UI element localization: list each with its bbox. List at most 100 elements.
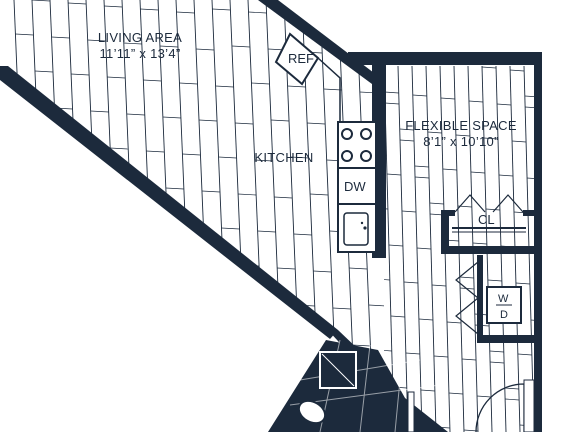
laundry-bottom-wall: [477, 335, 537, 343]
plank-joint: [0, 107, 1, 110]
plank-joint: [60, 255, 79, 258]
plank-joint: [102, 400, 121, 403]
plank-joint: [414, 165, 429, 168]
plank-joint: [238, 193, 257, 196]
plank-joint: [116, 295, 135, 298]
plank-joint: [388, 244, 403, 247]
plank-line: [193, 0, 213, 415]
plank-joint: [405, 308, 423, 309]
plank-line: [229, 0, 249, 415]
plank-joint: [386, 173, 401, 176]
plank-joint: [243, 335, 263, 338]
plank-joint: [68, 2, 87, 5]
plank-joint: [248, 11, 267, 14]
plank-joint: [405, 352, 420, 355]
plank-joint: [31, 0, 51, 2]
plank-joint: [47, 360, 66, 363]
plank-joint: [385, 271, 403, 272]
plank-joint: [191, 366, 210, 369]
plank-joint: [176, 11, 195, 14]
plank-joint: [401, 210, 416, 213]
plank-joint: [440, 97, 455, 100]
plank-joint: [138, 403, 157, 406]
plank-joint: [349, 267, 368, 270]
plank-joint: [323, 88, 342, 91]
flexible-space-name: FLEXIBLE SPACE: [405, 118, 517, 133]
plank-joint: [7, 286, 26, 289]
plank-joint: [260, 301, 279, 304]
washer-dryer: [486, 286, 522, 324]
plank-joint: [132, 255, 151, 258]
plank-joint: [87, 39, 106, 42]
plank-joint: [530, 319, 534, 322]
plank-joint: [320, 17, 339, 20]
plank-line: [103, 0, 123, 415]
plank-joint: [15, 33, 34, 36]
plank-joint: [231, 45, 250, 48]
plank-joint: [393, 24, 411, 25]
plank-joint: [415, 176, 430, 179]
plank-joint: [119, 366, 138, 369]
flexible-space-label: FLEXIBLE SPACE 8’1” x 10’10”: [396, 118, 526, 150]
plank-joint: [27, 323, 46, 326]
plank-joint: [215, 85, 234, 88]
plank-joint: [352, 344, 371, 347]
plank-joint: [263, 372, 282, 375]
plank-joint: [0, 320, 10, 323]
plank-joint: [277, 267, 296, 270]
plank-joint: [517, 353, 532, 356]
plank-joint: [280, 338, 299, 341]
plank-joint: [527, 177, 534, 180]
plank-joint: [235, 122, 254, 125]
plank-joint: [403, 281, 418, 284]
range-cooktop: [337, 121, 377, 169]
plank-joint: [448, 392, 463, 395]
plank-joint: [110, 147, 129, 150]
kitchen-sink: [337, 203, 377, 253]
plank-joint: [429, 202, 444, 205]
closet-right-jamb: [523, 210, 537, 216]
closet-left-wall: [441, 210, 449, 254]
plank-joint: [113, 218, 132, 221]
plank-joint: [525, 106, 534, 109]
plank-joint: [227, 369, 246, 372]
plank-line: [121, 0, 141, 415]
plank-joint: [152, 292, 171, 295]
plank-joint: [498, 174, 514, 177]
plank-joint: [146, 150, 165, 153]
plank-joint: [99, 329, 118, 332]
plank-joint: [510, 69, 525, 72]
plank-joint: [504, 387, 519, 390]
living-area-dimensions: 11’11” x 13’4”: [99, 46, 181, 61]
plank-joint: [221, 227, 240, 230]
plank-joint: [356, 20, 375, 23]
plank-joint: [487, 279, 502, 282]
plank-joint: [210, 403, 229, 406]
plank-joint: [123, 42, 142, 45]
plank-joint: [57, 184, 76, 187]
plank-line: [139, 0, 159, 415]
plank-joint: [544, 286, 558, 287]
plank-joint: [290, 156, 309, 159]
plank-joint: [0, 391, 13, 394]
plank-joint: [274, 196, 293, 199]
plank-line: [247, 0, 267, 415]
plank-joint: [38, 147, 57, 150]
plank-joint: [162, 116, 181, 119]
plank-joint: [159, 45, 178, 48]
laundry-bifold-doors: [455, 261, 479, 335]
bathroom-door: [407, 391, 415, 432]
plank-line: [211, 0, 231, 415]
plank-joint: [313, 270, 332, 273]
closet-left-jamb: [441, 210, 455, 216]
plank-joint: [497, 103, 512, 106]
walls: [0, 0, 542, 432]
plank-joint: [4, 215, 24, 218]
refrigerator: [274, 32, 320, 86]
plank-joint: [201, 190, 220, 193]
plank-joint: [155, 369, 174, 372]
plank-joint: [399, 166, 417, 167]
living-area-label: LIVING AREA 11’11” x 13’4”: [70, 30, 210, 62]
plank-joint: [433, 355, 448, 358]
